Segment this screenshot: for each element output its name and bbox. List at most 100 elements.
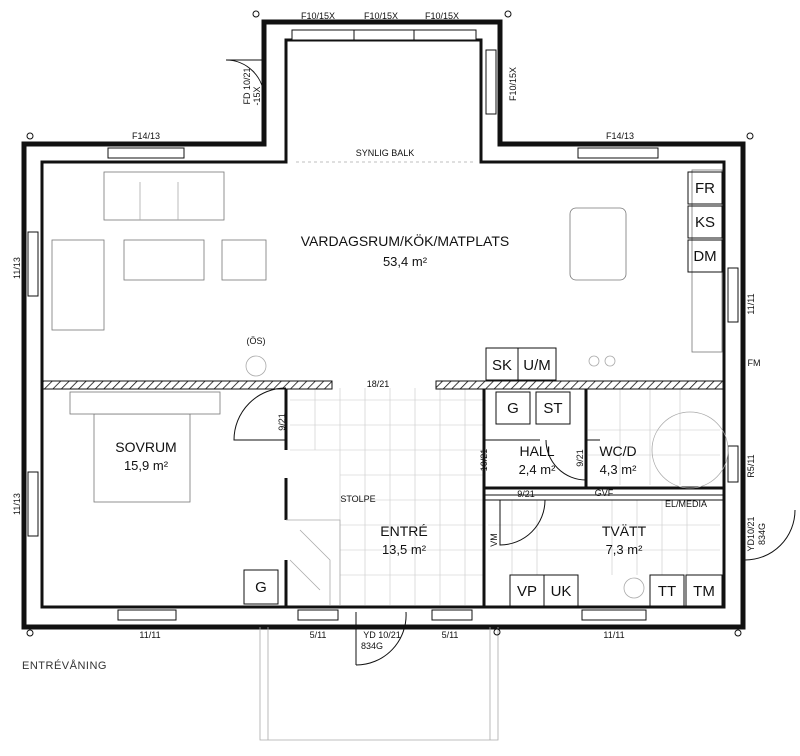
room-wc-name: WC/D [599, 443, 636, 459]
door-bedroom-swing [233, 387, 287, 441]
room-entry-area: 13,5 m² [382, 542, 427, 557]
kitchen-counter [691, 169, 723, 353]
fixture-um: U/M [523, 357, 551, 374]
label-11-11-bottom-left: 11/11 [139, 630, 160, 640]
window-top-1 [291, 29, 355, 41]
room-bedroom-area: 15,9 m² [124, 458, 169, 473]
window-f14-right [577, 147, 659, 159]
label-11-11-bottom-right: 11/11 [603, 630, 624, 640]
stove-burner-2 [604, 355, 616, 367]
door-wc-swing [545, 439, 587, 481]
hall-wall [484, 439, 724, 496]
window-left-upper [27, 231, 39, 297]
window-f14-left [107, 147, 185, 159]
window-bottom-left [117, 609, 177, 621]
door-fd-swing [225, 59, 265, 99]
door-front-swing [355, 611, 407, 666]
label-9-21-bedroom: 9/21 [277, 413, 287, 431]
windows [27, 29, 739, 621]
note-gvf: GVF [595, 488, 614, 498]
os-marker [245, 355, 267, 377]
beam-left [41, 380, 333, 390]
label-f10-15x-b: F10/15X [364, 11, 398, 21]
floor-caption: ENTRÉVÅNING [22, 660, 107, 672]
window-bay-right [485, 49, 497, 115]
room-hall-area: 2,4 m² [519, 462, 557, 477]
fixture-st: ST [543, 400, 562, 417]
room-living-area: 53,4 m² [383, 254, 428, 269]
coffee-table [123, 239, 205, 281]
inner-wall-outline [40, 38, 726, 609]
window-bottom-5b [431, 609, 473, 621]
label-yd-bottom-b: 834G [361, 641, 383, 651]
label-fd-15x: -15X [252, 86, 262, 105]
label-10-21: 10/21 [479, 449, 489, 472]
note-synlig-balk: SYNLIG BALK [356, 148, 415, 158]
label-9-21-wc: 9/21 [575, 449, 585, 467]
fixtures: FR KS DM SK U/M G ST G VP UK TT TM [243, 171, 723, 608]
doors [225, 59, 796, 741]
shower-arc [651, 411, 729, 489]
corner-markers [26, 10, 754, 637]
room-bedroom-name: SOVRUM [115, 439, 176, 455]
outer-wall [21, 19, 746, 630]
note-el-media: EL/MEDIA [665, 499, 707, 509]
sofa [103, 171, 225, 221]
stove-burner-1 [588, 355, 600, 367]
fixture-tt: TT [658, 583, 676, 600]
fixture-tm: TM [693, 583, 715, 600]
fixture-sk: SK [492, 357, 512, 374]
label-yd-right-a: YD10/21 [746, 516, 756, 551]
window-bottom-5a [297, 609, 339, 621]
door-side-swing [744, 509, 796, 561]
kitchen-island [569, 207, 627, 281]
laundry-tile-grid [488, 500, 720, 575]
beam-right [435, 380, 725, 390]
label-f10-15x-right: F10/15X [508, 67, 518, 101]
fixture-uk: UK [551, 583, 572, 600]
window-bottom-right [581, 609, 647, 621]
porch [259, 627, 499, 741]
label-f14-13-right: F14/13 [606, 131, 634, 141]
label-11-13-upper: 11/13 [12, 257, 22, 279]
fixture-g-entry: G [255, 579, 267, 596]
dimension-labels: F10/15X F10/15X F10/15X F10/15X FD 10/21… [12, 11, 767, 651]
entry-tile-grid [290, 388, 484, 605]
room-entry-name: ENTRÉ [380, 523, 427, 539]
stairs [286, 519, 341, 605]
wc-tile-grid [588, 388, 720, 485]
window-left-lower [27, 471, 39, 537]
room-laundry-area: 7,3 m² [606, 542, 644, 557]
label-f14-13-left: F14/13 [132, 131, 160, 141]
window-top-3 [413, 29, 477, 41]
label-yd-bottom-a: YD 10/21 [363, 630, 401, 640]
label-18-21: 18/21 [367, 379, 390, 389]
bed-pillows [69, 391, 221, 415]
window-top-2 [353, 29, 415, 41]
fixture-g-hall: G [507, 400, 519, 417]
note-stolpe: STOLPE [340, 494, 375, 504]
fixture-dm: DM [693, 248, 716, 265]
room-wc-area: 4,3 m² [600, 462, 638, 477]
label-fd-10-21: FD 10/21 [242, 67, 252, 104]
label-yd-right-b: 834G [757, 523, 767, 545]
fixture-fr: FR [695, 180, 715, 197]
label-11-11-right: 11/11 [746, 293, 756, 314]
label-f10-15x-a: F10/15X [301, 11, 335, 21]
note-fm: FM [748, 358, 761, 368]
bed [93, 413, 191, 503]
note-vm: VM [489, 533, 499, 547]
armchair-left [51, 239, 105, 331]
fixture-ks: KS [695, 214, 715, 231]
door-laundry-swing [499, 499, 546, 546]
fixture-vp: VP [517, 583, 537, 600]
room-laundry-name: TVÄTT [602, 523, 647, 539]
window-right-upper [727, 267, 739, 323]
label-9-21-hall: 9/21 [517, 489, 535, 499]
floor-drain [623, 577, 645, 599]
room-hall-name: HALL [519, 443, 554, 459]
label-r5-11: R5/11 [746, 454, 756, 477]
room-living-name: VARDAGSRUM/KÖK/MATPLATS [301, 232, 509, 249]
note-os: (ÖS) [247, 336, 266, 346]
